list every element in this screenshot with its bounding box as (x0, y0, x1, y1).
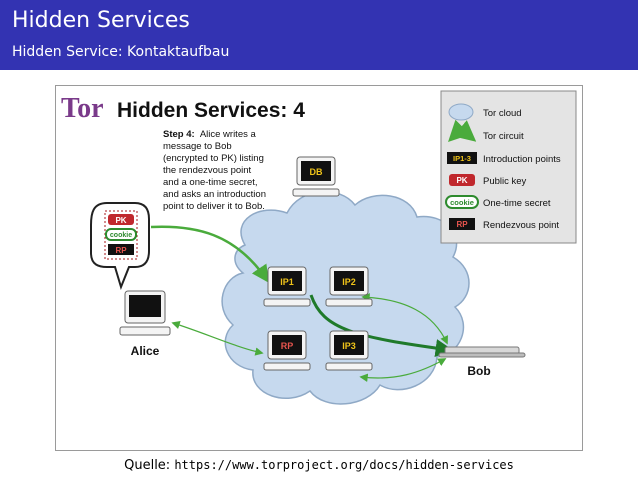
bob-laptop: Bob (438, 346, 526, 378)
node-ip1: IP1 (263, 266, 311, 307)
legend-intro-badge-bg (447, 152, 477, 164)
legend-cookie-label: One-time secret (483, 198, 551, 209)
legend-rp-label: Rendezvous point (483, 220, 559, 231)
alice-to-ip1-arrow (150, 225, 269, 283)
node-ip3-label: IP3 (342, 341, 356, 351)
node-ip3: IP3 (325, 330, 373, 371)
legend: Tor cloud Tor circuit IP1-3 Introduction… (440, 90, 577, 244)
legend-circuit-icon (448, 119, 477, 142)
legend-rp-badge: RP (456, 220, 468, 229)
legend-cookie-badge-bg (445, 195, 479, 209)
bubble-rp: RP (115, 246, 127, 255)
bubble-cookie-bg (105, 228, 137, 241)
bubble-rp-badge-bg (108, 244, 134, 255)
node-ip2: IP2 (325, 266, 373, 307)
step-label: Step 4: (163, 129, 195, 140)
bubble-pk: PK (115, 216, 126, 225)
step-line-0: Alice writes a (200, 129, 257, 140)
step-text: Step 4: Alice writes a message to Bob (e… (163, 129, 269, 212)
tor-logo: Tor (61, 93, 104, 124)
step-line-3: the rendezvous point (163, 165, 252, 176)
tor-cloud (221, 190, 470, 405)
alice-computer: Alice (119, 290, 171, 358)
legend-tor-circuit: Tor circuit (483, 131, 524, 142)
node-ip1-label: IP1 (280, 277, 294, 287)
ip3-to-bob-link (359, 358, 447, 382)
legend-cookie-badge: cookie (450, 198, 474, 207)
alice-to-rp-link (171, 320, 264, 356)
node-ip2-label: IP2 (342, 277, 356, 287)
bubble-pk-badge-bg (108, 214, 134, 225)
bob-label: Bob (467, 364, 490, 378)
step-line-4: and a one-time secret, (163, 177, 258, 188)
slide-header: Hidden Services Hidden Service: Kontakta… (0, 0, 638, 70)
node-db-label: DB (310, 167, 323, 177)
source-caption: Quelle: https://www.torproject.org/docs/… (0, 458, 638, 473)
step-line-6: point to deliver it to Bob. (163, 201, 265, 212)
legend-rp-badge-bg (449, 218, 475, 230)
legend-pk-badge: PK (456, 176, 467, 185)
node-db: DB (292, 156, 340, 197)
step-line-2: (encrypted to PK) listing (163, 153, 264, 164)
step-line-1: message to Bob (163, 141, 232, 152)
hidden-service-diagram: Tor Hidden Services: 4 Step 4: Alice wri… (55, 85, 583, 451)
legend-intro-badge: IP1-3 (453, 154, 471, 163)
caption-url[interactable]: https://www.torproject.org/docs/hidden-s… (174, 458, 514, 472)
alice-label: Alice (131, 344, 160, 358)
node-rp-label: RP (281, 341, 294, 351)
caption-label: Quelle: (124, 458, 171, 473)
legend-cloud-icon (448, 103, 474, 121)
legend-tor-cloud: Tor cloud (483, 108, 522, 119)
legend-intro-label: Introduction points (483, 154, 561, 165)
slide-subtitle: Hidden Service: Kontaktaufbau (12, 44, 230, 60)
step-line-5: and asks an introduction (163, 189, 266, 200)
diagram-heading: Hidden Services: 4 (117, 99, 305, 122)
ip2-to-bob-link (361, 293, 448, 345)
legend-pk-label: Public key (483, 176, 527, 187)
slide-title: Hidden Services (12, 8, 190, 33)
bubble-cookie: cookie (110, 232, 132, 239)
node-rp: RP (263, 330, 311, 371)
alice-message-bubble: PK cookie RP (90, 202, 150, 291)
legend-pk-badge-bg (449, 174, 475, 186)
tor-logo-text: Tor (61, 93, 104, 124)
